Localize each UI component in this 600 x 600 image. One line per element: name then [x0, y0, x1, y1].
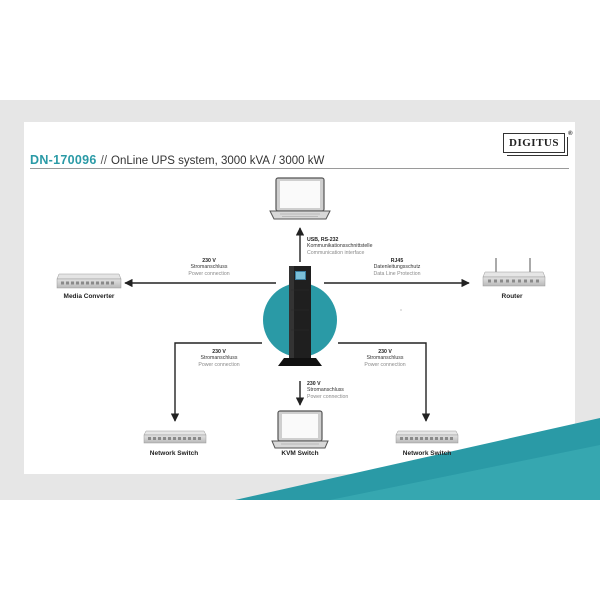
arrow-to-network-switch-left	[170, 342, 262, 422]
label-bottom-right-line3: Power connection	[364, 361, 406, 368]
label-bottom-line2: Stromanschluss	[307, 387, 344, 394]
laptop-icon	[269, 177, 331, 220]
label-left: 230 V Stromanschluss Power connection	[182, 258, 236, 277]
label-right-line3: Data Line Protection	[373, 270, 421, 277]
label-top-line2: Kommunikationsschnittstelle	[307, 243, 373, 250]
label-bottom-left-line1: 230 V	[212, 349, 226, 355]
label-top: USB, RS-232 Kommunikationsschnittstelle …	[307, 237, 372, 256]
logo-text: DIGITUS	[509, 137, 559, 149]
device-name-router: Router	[501, 293, 523, 300]
arrow-to-network-switch-right	[338, 342, 431, 422]
label-right-line2: Datenleitungsschutz	[373, 264, 421, 271]
title-row: DN-170096//OnLine UPS system, 3000 kVA /…	[30, 153, 324, 167]
label-right: RJ45 Datenleitungsschutz Data Line Prote…	[366, 258, 428, 277]
network-switch-left-icon	[143, 430, 207, 444]
title-separator: //	[100, 155, 108, 167]
label-left-line1: 230 V	[202, 258, 216, 264]
label-bottom: 230 V Stromanschluss Power connection	[307, 381, 348, 400]
kvm-switch-icon	[271, 410, 329, 449]
label-bottom-right-line2: Stromanschluss	[366, 355, 404, 362]
label-top-line3: Communication interface	[307, 249, 365, 256]
media-converter-icon	[56, 273, 122, 289]
title-rule	[30, 168, 569, 169]
label-bottom-right: 230 V Stromanschluss Power connection	[358, 349, 412, 368]
label-left-line2: Stromanschluss	[190, 264, 228, 271]
device-name-media-converter: Media Converter	[63, 293, 115, 300]
label-left-line3: Power connection	[188, 270, 230, 277]
label-bottom-line1: 230 V	[307, 381, 321, 387]
device-name-network-switch-left: Network Switch	[149, 450, 199, 457]
label-bottom-left: 230 V Stromanschluss Power connection	[192, 349, 246, 368]
device-name-kvm-switch: KVM Switch	[281, 450, 319, 457]
network-switch-right-icon	[395, 430, 459, 444]
label-top-line1: USB, RS-232	[307, 237, 339, 243]
product-title: OnLine UPS system, 3000 kVA / 3000 kW	[111, 155, 325, 167]
registered-mark: ®	[568, 131, 573, 137]
label-bottom-left-line3: Power connection	[198, 361, 240, 368]
device-name-network-switch-right: Network Switch	[402, 450, 452, 457]
label-bottom-right-line1: 230 V	[378, 349, 392, 355]
product-code: DN-170096	[30, 153, 97, 167]
accent-diagonal	[235, 418, 600, 500]
label-bottom-line3: Power connection	[307, 393, 349, 400]
label-right-line1: RJ45	[390, 258, 404, 264]
router-icon	[482, 258, 546, 287]
label-bottom-left-line2: Stromanschluss	[200, 355, 238, 362]
ups-device	[263, 266, 337, 366]
